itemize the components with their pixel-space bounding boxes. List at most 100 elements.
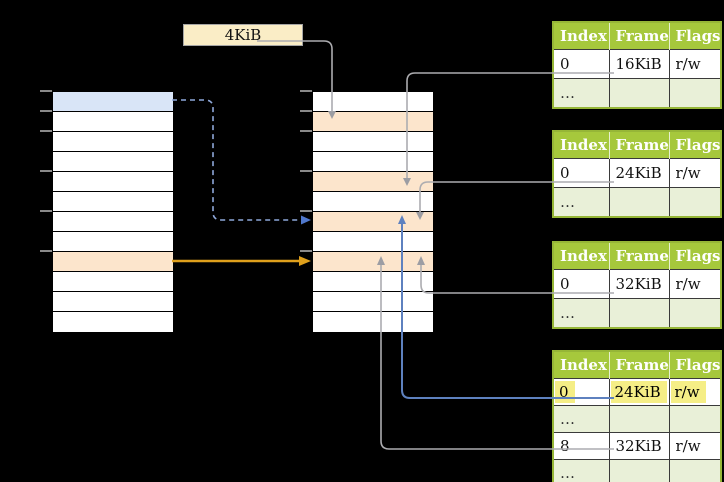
highlight-mark: 0 (555, 381, 575, 403)
header-index: Index (553, 242, 609, 270)
memory-row (313, 92, 433, 112)
memory-row (313, 152, 433, 172)
header-frame: Frame (608, 22, 669, 50)
page-size-text: 4KiB (224, 26, 262, 44)
address-tick (300, 130, 312, 132)
dots-row: … (552, 459, 722, 482)
header-index: Index (553, 351, 609, 379)
header-flags: Flags (668, 242, 721, 270)
cell: 8 (552, 432, 610, 460)
cell (608, 78, 670, 109)
cell: r/w (668, 269, 722, 299)
header-flags: Flags (668, 131, 721, 159)
cell: 24KiB (608, 158, 670, 188)
cell (668, 78, 722, 109)
cell: 0 (552, 158, 610, 188)
memory-row (313, 192, 433, 212)
memory-row (53, 272, 173, 292)
header-index: Index (553, 22, 609, 50)
header-index: Index (553, 131, 609, 159)
middle-memory-column (312, 91, 434, 333)
page-size-box: 4KiB (183, 24, 303, 46)
entry0-dashed-arrow-head (301, 215, 311, 225)
address-tick (300, 250, 312, 252)
header-flags: Flags (668, 351, 721, 379)
highlight-mark: r/w (670, 381, 706, 403)
memory-row (53, 312, 173, 332)
memory-row (53, 112, 173, 132)
memory-row (53, 152, 173, 172)
address-tick (40, 130, 52, 132)
cell: 0 (552, 269, 610, 299)
header-frame: Frame (608, 242, 669, 270)
cell: r/w (668, 432, 722, 460)
dots-row: … (552, 298, 722, 329)
memory-row (53, 172, 173, 192)
memory-row (313, 252, 433, 272)
memory-row (313, 292, 433, 312)
cell: … (552, 459, 610, 482)
memory-row (53, 292, 173, 312)
memory-row (53, 212, 173, 232)
cell: r/w (668, 158, 722, 188)
header-frame: Frame (608, 351, 669, 379)
memory-row (313, 172, 433, 192)
highlight-mark: 24KiB (610, 381, 667, 403)
address-tick (40, 90, 52, 92)
cell (668, 405, 722, 433)
address-tick (300, 170, 312, 172)
entry8-orange-arrow-head (299, 256, 311, 266)
cell: 0 (552, 378, 610, 406)
memory-row (53, 92, 173, 112)
address-tick (300, 110, 312, 112)
memory-row (53, 192, 173, 212)
address-tick (40, 250, 52, 252)
entry0-dashed-arrow (172, 99, 311, 225)
left-memory-column (52, 91, 174, 333)
header-frame: Frame (608, 131, 669, 159)
cell (608, 459, 670, 482)
cell: … (552, 78, 610, 109)
memory-row (313, 212, 433, 232)
cell: 24KiB (608, 378, 670, 406)
cell: … (552, 298, 610, 329)
cell: 16KiB (608, 49, 670, 79)
cell: 0 (552, 49, 610, 79)
cell: 32KiB (608, 432, 670, 460)
memory-row (313, 312, 433, 332)
cell (668, 187, 722, 218)
cell: … (552, 187, 610, 218)
address-tick (40, 210, 52, 212)
cell (608, 405, 670, 433)
dots-row: … (552, 187, 722, 218)
dots-row: … (552, 78, 722, 109)
memory-row (313, 132, 433, 152)
cell: r/w (668, 378, 722, 406)
entry8-orange-arrow (172, 256, 311, 266)
memory-row (53, 252, 173, 272)
memory-row (313, 232, 433, 252)
header-flags: Flags (668, 22, 721, 50)
address-tick (40, 170, 52, 172)
